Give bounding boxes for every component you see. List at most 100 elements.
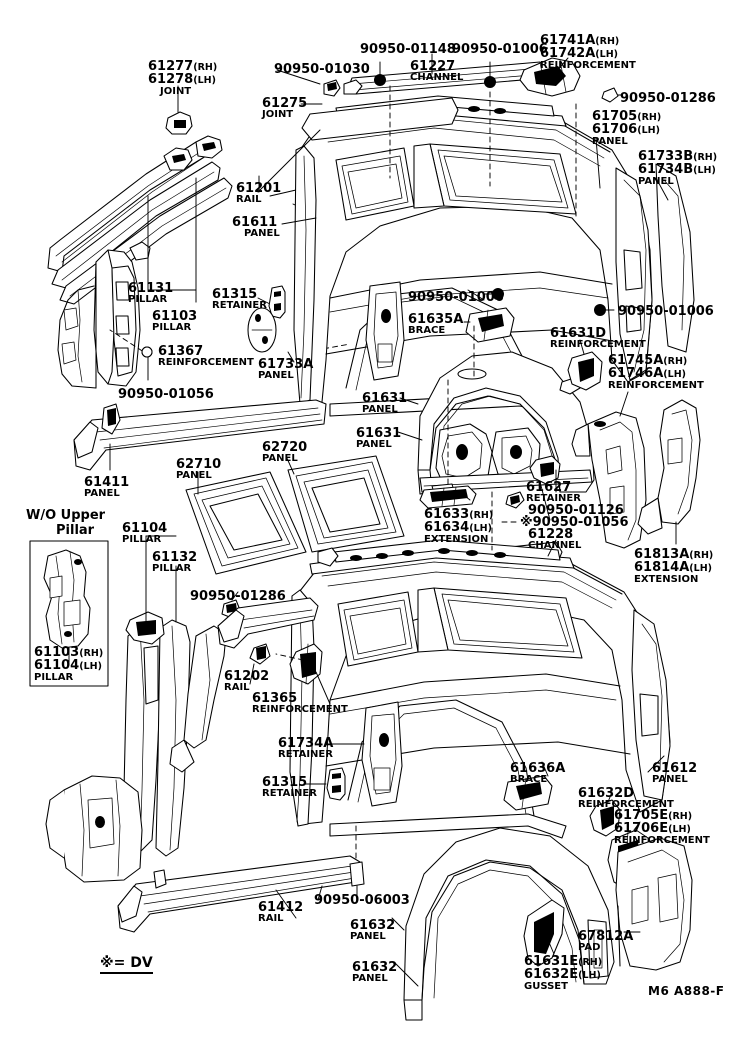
part-61631D [567, 351, 603, 391]
part-side-suffix: (RH) [689, 550, 714, 561]
part-number: 61631E(RH) [524, 954, 603, 969]
part-61411 [73, 399, 327, 471]
part-description: RETAINER [278, 749, 333, 761]
part-description: PANEL [350, 931, 386, 943]
part-side-suffix-lh: (LH) [595, 49, 618, 61]
part-61636A [503, 775, 553, 811]
part-number-lh: 61814A(LH) [634, 560, 712, 576]
part-description: RETAINER [212, 300, 267, 312]
upper-left-pillar-assembly [47, 111, 233, 389]
part-side-suffix-lh: (LH) [193, 75, 216, 87]
part-side-suffix-lh: (LH) [79, 661, 102, 673]
part-62720 [287, 455, 405, 553]
part-side-suffix: (RH) [663, 356, 688, 367]
part-side-suffix: (RH) [469, 510, 494, 521]
part-description: PILLAR [34, 671, 74, 683]
fastener-90950-01006-c [594, 304, 615, 316]
lower-left-pillar-assembly [45, 611, 227, 883]
part-61627 [529, 455, 561, 485]
part-description: GUSSET [524, 980, 568, 992]
part-number: 61633(RH) [424, 507, 494, 522]
fastener-90950-06003 [349, 861, 365, 897]
fastener-90950-01056-a [141, 346, 153, 358]
part-description: PANEL [84, 488, 120, 500]
part-label-61705: 61705(RH)61706(LH)PANEL [592, 110, 661, 147]
part-description: REINFORCEMENT [578, 799, 674, 811]
part-description: PILLAR [122, 534, 162, 546]
part-number: 62710 [176, 457, 222, 472]
part-label-9095001030: 90950-01030 [274, 63, 370, 77]
part-description: PANEL [362, 404, 398, 416]
part-description: PILLAR [152, 322, 192, 334]
part-description: BRACE [408, 325, 446, 337]
part-side-suffix-lh: (LH) [693, 165, 716, 177]
part-number: 61227 [410, 59, 456, 74]
part-61632D [589, 799, 621, 837]
part-number: 61412 [258, 900, 304, 915]
part-number: 61632 [352, 960, 398, 975]
part-number: 61612 [652, 761, 698, 776]
part-61315-lower [326, 767, 346, 801]
diagram-code-text: M6 A888-F [648, 984, 725, 998]
part-61412 [117, 855, 361, 933]
part-number-lh: 61742A(LH) [540, 46, 618, 62]
part-description: BRACE [510, 774, 548, 786]
part-label-9095001286: 90950-01286 [190, 590, 286, 604]
part-label-61745A: 61745A(RH)61746A(LH)REINFORCEMENT [608, 354, 704, 391]
part-description: RETAINER [526, 493, 581, 505]
part-label-9095001006: 90950-01006 [618, 305, 714, 319]
part-label-9095001286: 90950-01286 [620, 92, 716, 106]
inset-title-line1: W/O Upper [26, 508, 106, 523]
part-description: PILLAR [128, 294, 168, 306]
part-number: 61275 [262, 96, 308, 111]
fastener-90950-01006-b [483, 288, 504, 300]
part-number: 90950-01006 [408, 290, 504, 305]
part-label-61705E: 61705E(RH)61706E(LH)REINFORCEMENT [614, 809, 710, 846]
part-number-lh: 61734B(LH) [638, 162, 716, 178]
part-number: 61202 [224, 669, 270, 684]
part-label-61103: 61103(RH)61104(LH)PILLAR [34, 646, 103, 683]
part-62710 [185, 471, 307, 575]
diagram-code: M6 A888-F [648, 985, 724, 997]
part-description: CHANNEL [410, 72, 464, 84]
part-number-lh: 61632E(LH) [524, 967, 601, 983]
part-number: 90950-01126 [528, 503, 624, 518]
part-61741A [519, 57, 581, 97]
part-61633 [419, 485, 477, 509]
part-label-9095006003: 90950-06003 [314, 894, 410, 908]
part-number: 61365 [252, 691, 298, 706]
part-label-9095001056: 90950-01056 [118, 388, 214, 402]
part-side-suffix: (RH) [79, 648, 104, 659]
part-side-suffix-lh: (LH) [578, 970, 601, 982]
part-description: PAD [578, 942, 601, 954]
part-number: 61636A [510, 761, 566, 776]
part-number-lh: 61706E(LH) [614, 821, 691, 837]
part-number: 61631 [356, 426, 402, 441]
legend-dv: ※= DV [100, 955, 153, 974]
fastener-90950-01126 [505, 491, 525, 509]
part-description: JOINT [262, 109, 294, 121]
part-description: PANEL [356, 439, 392, 451]
part-61365 [289, 643, 323, 685]
part-number: 61103(RH) [34, 645, 104, 660]
part-number: 61315 [212, 287, 258, 302]
part-description: REINFORCEMENT [608, 379, 704, 391]
part-number: 61632 [350, 918, 396, 933]
